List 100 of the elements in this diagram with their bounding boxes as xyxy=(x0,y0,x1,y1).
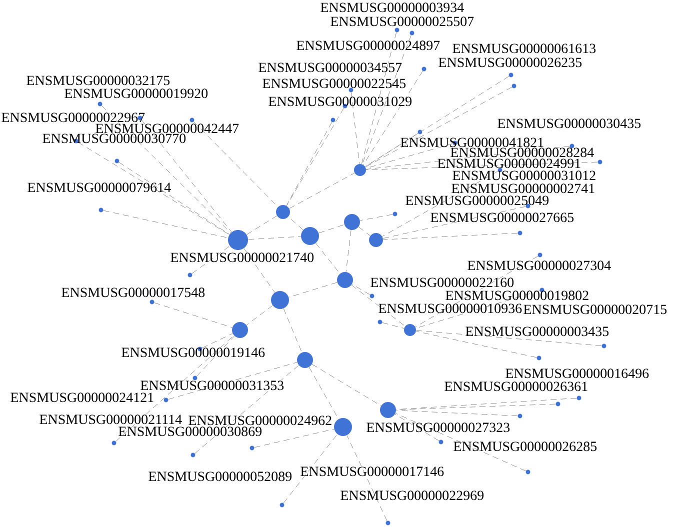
network-edge xyxy=(78,142,230,235)
network-edge xyxy=(196,336,235,376)
network-edge xyxy=(360,214,393,221)
gene-label: ENSMUSG00000022967 xyxy=(2,112,145,122)
gene-label: ENSMUSG00000027304 xyxy=(468,260,611,270)
network-edge xyxy=(366,143,453,169)
gene-label: ENSMUSG00000026285 xyxy=(454,442,597,452)
network-edge xyxy=(416,331,537,358)
gene-label: ENSMUSG00000034557 xyxy=(258,62,402,72)
network-edge xyxy=(194,365,299,454)
network-edge xyxy=(362,35,412,164)
gene-label: ENSMUSG00000041821 xyxy=(400,138,544,148)
gene-label: ENSMUSG00000019920 xyxy=(64,88,208,98)
network-edge xyxy=(366,146,570,170)
network-edge xyxy=(254,428,334,448)
gene-label: ENSMUSG00000017146 xyxy=(300,466,444,476)
network-edge xyxy=(246,216,278,235)
gene-label: ENSMUSG00000025507 xyxy=(330,16,474,26)
network-edge xyxy=(415,256,538,328)
network-edge xyxy=(361,32,397,164)
network-edge xyxy=(192,246,230,274)
network-edge xyxy=(346,435,388,522)
network-edge xyxy=(244,248,275,293)
hub-circle xyxy=(301,227,319,245)
hub-circle xyxy=(334,418,352,436)
network-edge xyxy=(382,322,404,329)
gene-label: ENSMUSG00000022545 xyxy=(262,78,406,88)
network-edge xyxy=(382,170,498,237)
network-edge xyxy=(416,330,602,346)
gene-label: ENSMUSG00000026361 xyxy=(444,382,588,392)
gene-label: ENSMUSG00000024991 xyxy=(438,158,580,168)
gene-label: ENSMUSG00000010936 xyxy=(378,304,522,314)
gene-label: ENSMUSG00000030869 xyxy=(118,426,262,436)
network-edge xyxy=(352,284,370,295)
gene-label: ENSMUSG00000030770 xyxy=(42,134,186,144)
gene-label: ENSMUSG00000030435 xyxy=(498,118,641,128)
network-edge xyxy=(318,224,344,234)
network-edge xyxy=(382,206,526,239)
network-edge xyxy=(394,414,440,441)
gene-label: ENSMUSG00000024897 xyxy=(296,40,440,50)
network-edge xyxy=(103,210,228,238)
hub-circle xyxy=(228,230,248,250)
network-edge xyxy=(365,133,418,167)
gene-label: ENSMUSG00000079614 xyxy=(28,182,171,192)
network-edge xyxy=(286,122,332,206)
network-edge xyxy=(351,92,360,164)
network-edge xyxy=(382,232,518,240)
network-edge xyxy=(288,216,304,230)
network-edge xyxy=(118,162,230,235)
gene-label: ENSMUSG00000027665 xyxy=(430,212,574,222)
gene-label: ENSMUSG00000022969 xyxy=(340,490,484,500)
gene-label: ENSMUSG00000061613 xyxy=(452,44,596,54)
gene-label: ENSMUSG00000031029 xyxy=(268,96,412,106)
gene-label: ENSMUSG00000003435 xyxy=(466,326,609,336)
hub-circle xyxy=(297,352,313,368)
network-edge xyxy=(248,236,302,240)
gene-label: ENSMUSG00000042447 xyxy=(96,124,239,134)
network-edge xyxy=(116,335,234,442)
gene-label: ENSMUSG00000021740 xyxy=(170,252,314,262)
hub-circle xyxy=(344,214,360,230)
hub-circle xyxy=(369,233,383,247)
network-edge xyxy=(351,284,406,326)
gene-label: ENSMUSG00000022160 xyxy=(370,278,514,288)
hub-circle xyxy=(276,205,290,219)
network-edge xyxy=(395,413,526,472)
network-edge xyxy=(396,410,518,416)
hub-circle xyxy=(271,291,289,309)
network-edge xyxy=(363,70,423,165)
gene-label: ENSMUSG00000019802 xyxy=(446,290,588,300)
hub-circle xyxy=(354,164,366,176)
gene-label: ENSMUSG00000017548 xyxy=(62,288,205,298)
network-edge xyxy=(283,434,338,504)
network-edge xyxy=(289,172,355,209)
network-edge xyxy=(366,162,598,170)
gene-label: ENSMUSG00000031012 xyxy=(452,170,596,180)
gene-label: ENSMUSG00000032175 xyxy=(26,76,170,86)
gene-label: ENSMUSG00000026235 xyxy=(438,58,582,68)
hub-circle xyxy=(232,322,248,338)
network-edge xyxy=(283,308,302,353)
gene-label: ENSMUSG00000020715 xyxy=(524,304,667,314)
hub-circle xyxy=(380,402,396,418)
gene-label: ENSMUSG00000052089 xyxy=(148,472,292,482)
network-edge xyxy=(154,302,232,328)
gene-label: ENSMUSG00000028284 xyxy=(450,148,594,158)
gene-label: ENSMUSG00000002741 xyxy=(452,184,594,194)
gene-label: ENSMUSG00000024121 xyxy=(10,392,154,402)
network-edge xyxy=(288,282,338,298)
gene-label: ENSMUSG00000021114 xyxy=(40,414,182,424)
network-edge xyxy=(312,364,382,406)
network-edge xyxy=(246,305,273,326)
network-edge xyxy=(202,333,233,348)
hub-circle xyxy=(337,272,353,288)
gene-label: ENSMUSG00000024962 xyxy=(188,416,332,426)
network-edge xyxy=(141,120,232,232)
network-edge xyxy=(102,105,231,234)
gene-label: ENSMUSG00000031353 xyxy=(140,380,284,390)
network-edge xyxy=(358,226,370,236)
gene-label: ENSMUSG00000003934 xyxy=(320,2,464,12)
gene-label: ENSMUSG00000025049 xyxy=(406,196,549,206)
gene-label: ENSMUSG00000019146 xyxy=(122,348,265,358)
